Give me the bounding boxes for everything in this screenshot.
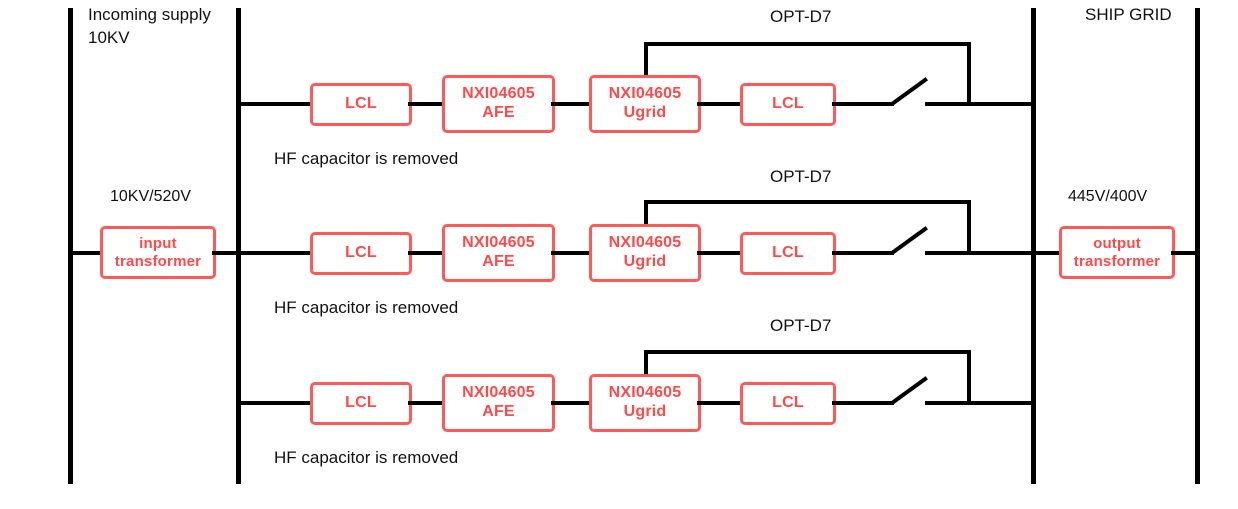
label-input-transformer-rating: 10KV/520V	[110, 188, 191, 205]
branch-1-afe-box[interactable]: NXI04605 AFE	[442, 75, 555, 133]
wire-bus445-to-output-transformer	[1031, 251, 1063, 255]
branch-1-wire-lcl2-to-switch	[832, 102, 894, 106]
branch-2-ugrid-box[interactable]: NXI04605 Ugrid	[589, 224, 701, 282]
branch-2-afe-line1: NXI04605	[462, 234, 535, 252]
branch-3-wire-bus-to-lcl1	[236, 401, 314, 405]
input-transformer-line1: input	[139, 234, 177, 252]
busbar-520v	[236, 8, 241, 484]
branch-2-bypass-left-riser	[644, 200, 648, 236]
branch-2-afe-box[interactable]: NXI04605 AFE	[442, 224, 555, 282]
wire-incoming-to-input-transformer	[68, 251, 104, 255]
branch-2-lcl-output-box[interactable]: LCL	[740, 232, 836, 275]
branch-3-afe-box[interactable]: NXI04605 AFE	[442, 374, 555, 432]
branch-2-ugrid-line1: NXI04605	[608, 234, 682, 252]
branch-3-wire-ugrid-to-lcl2	[697, 401, 744, 405]
branch-1-lcl-output-label: LCL	[772, 95, 804, 113]
branch-1-wire-bus-to-lcl1	[236, 102, 314, 106]
output-transformer-box[interactable]: output transformer	[1059, 226, 1175, 279]
branch-1-bypass-left-riser	[644, 42, 648, 86]
branch-3-ugrid-line2: Ugrid	[623, 403, 667, 420]
branch-3-lcl-output-box[interactable]: LCL	[740, 382, 836, 425]
branch-3-bypass-left-riser	[644, 350, 648, 386]
branch-3-hf-note: HF capacitor is removed	[274, 448, 459, 467]
wire-output-transformer-to-ship-grid	[1171, 251, 1199, 255]
branch-2-wire-switch-to-bus445	[925, 251, 1033, 255]
branch-2-afe-line2: AFE	[482, 253, 515, 270]
output-transformer-line2: transformer	[1073, 252, 1161, 270]
branch-3-wire-afe-to-ugrid	[551, 401, 593, 405]
output-transformer-line1: output	[1093, 234, 1141, 252]
branch-2-wire-bus-to-lcl1	[236, 251, 314, 255]
branch-3-opt-d7-label: OPT-D7	[770, 316, 832, 335]
branch-1-opt-d7-label: OPT-D7	[770, 7, 832, 26]
branch-2-wire-lcl1-to-afe	[408, 251, 446, 255]
branch-1-lcl-input-box[interactable]: LCL	[310, 83, 412, 126]
branch-3-wire-switch-to-bus445	[925, 401, 1033, 405]
branch-1-ugrid-box[interactable]: NXI04605 Ugrid	[589, 75, 701, 133]
branch-2-lcl-input-box[interactable]: LCL	[310, 232, 412, 275]
branch-2-wire-ugrid-to-lcl2	[697, 251, 744, 255]
branch-2-ugrid-line2: Ugrid	[623, 253, 667, 270]
branch-1-afe-line2: AFE	[482, 104, 515, 121]
input-transformer-box[interactable]: input transformer	[100, 226, 216, 279]
branch-1-ugrid-line2: Ugrid	[623, 104, 667, 121]
branch-3-switch[interactable]	[890, 376, 928, 405]
branch-2-switch[interactable]	[890, 226, 928, 255]
branch-1-lcl-input-label: LCL	[345, 95, 377, 113]
branch-2-hf-note: HF capacitor is removed	[274, 298, 459, 317]
branch-3-afe-line2: AFE	[482, 403, 515, 420]
branch-3-wire-lcl2-to-switch	[832, 401, 894, 405]
label-ship-grid: SHIP GRID	[1085, 5, 1172, 24]
branch-3-ugrid-line1: NXI04605	[608, 384, 682, 402]
busbar-ship-grid	[1195, 8, 1200, 484]
branch-2-lcl-input-label: LCL	[345, 244, 377, 262]
branch-1-afe-line1: NXI04605	[462, 85, 535, 103]
busbar-445v	[1031, 8, 1036, 484]
busbar-incoming-10kv	[68, 8, 73, 484]
branch-1-bypass-right-drop	[967, 42, 971, 106]
branch-3-lcl-input-label: LCL	[345, 394, 377, 412]
branch-3-lcl-input-box[interactable]: LCL	[310, 382, 412, 425]
branch-2-wire-lcl2-to-switch	[832, 251, 894, 255]
branch-3-bypass-right-drop	[967, 350, 971, 405]
branch-1-hf-note: HF capacitor is removed	[274, 149, 459, 168]
branch-3-ugrid-box[interactable]: NXI04605 Ugrid	[589, 374, 701, 432]
branch-2-lcl-output-label: LCL	[772, 244, 804, 262]
branch-1-bypass-top	[644, 42, 971, 46]
branch-2-wire-afe-to-ugrid	[551, 251, 593, 255]
label-output-transformer-rating: 445V/400V	[1068, 188, 1148, 205]
input-transformer-line2: transformer	[114, 252, 202, 270]
branch-1-lcl-output-box[interactable]: LCL	[740, 83, 836, 126]
label-incoming-supply: Incoming supply 10KV	[88, 5, 211, 47]
branch-3-bypass-top	[644, 350, 971, 354]
branch-3-wire-lcl1-to-afe	[408, 401, 446, 405]
branch-2-bypass-top	[644, 200, 971, 204]
branch-1-wire-ugrid-to-lcl2	[697, 102, 744, 106]
branch-3-afe-line1: NXI04605	[462, 384, 535, 402]
branch-3-lcl-output-label: LCL	[772, 394, 804, 412]
branch-1-wire-switch-to-bus445	[925, 102, 1033, 106]
branch-2-bypass-right-drop	[967, 200, 971, 255]
branch-1-ugrid-line1: NXI04605	[608, 85, 682, 103]
branch-1-wire-lcl1-to-afe	[408, 102, 446, 106]
branch-2-opt-d7-label: OPT-D7	[770, 167, 832, 186]
branch-1-wire-afe-to-ugrid	[551, 102, 593, 106]
wire-input-transformer-to-bus520	[212, 251, 240, 255]
branch-1-switch[interactable]	[890, 77, 928, 106]
